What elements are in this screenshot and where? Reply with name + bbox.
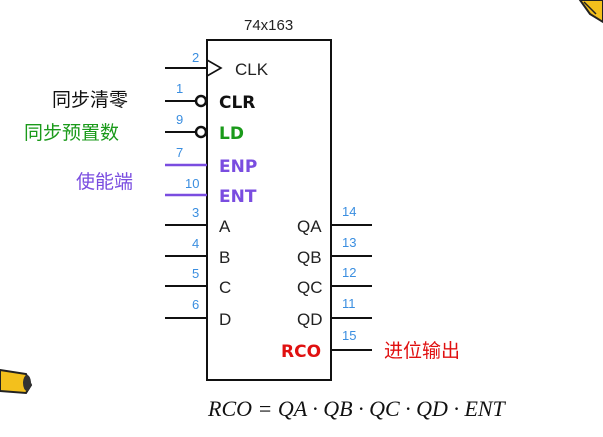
pencil-icon: [0, 368, 33, 395]
label-sync-preset: 同步预置数: [24, 122, 119, 144]
pin-name-clr: CLR: [219, 93, 255, 113]
pin-name-qd: QD: [297, 310, 323, 329]
inversion-bubble-ld: [194, 125, 208, 139]
chip-title: 74x163: [244, 17, 293, 34]
pin-name-enp: ENP: [219, 157, 257, 177]
clock-edge-icon: [206, 59, 223, 77]
pin-number: 13: [342, 235, 356, 250]
chip-body: [206, 39, 332, 381]
label-sync-clear: 同步清零: [52, 89, 128, 111]
pin-number: 1: [176, 81, 183, 96]
pin-name-ld: LD: [219, 124, 244, 144]
pin-number: 14: [342, 204, 356, 219]
rco-formula: RCO = QA · QB · QC · QD · ENT: [207, 396, 507, 421]
pencil-icon: [578, 0, 603, 24]
pin-number: 6: [192, 297, 199, 312]
pin-name-ent: ENT: [219, 187, 257, 207]
pin-name-a: A: [219, 217, 231, 236]
label-carry-out: 进位输出: [384, 340, 460, 362]
pin-name-c: C: [219, 278, 231, 297]
pin-number: 2: [192, 50, 199, 65]
pin-number: 3: [192, 205, 199, 220]
pin-name-rco: RCO: [281, 342, 321, 362]
pin-name-qb: QB: [297, 248, 322, 267]
inversion-bubble-clr: [194, 94, 208, 108]
pin-name-d: D: [219, 310, 231, 329]
pin-number: 5: [192, 266, 199, 281]
pin-name-qc: QC: [297, 278, 323, 297]
pin-number: 7: [176, 145, 183, 160]
label-enable: 使能端: [76, 171, 133, 193]
pin-name-qa: QA: [297, 217, 322, 236]
pin-number: 11: [342, 296, 356, 311]
pin-number: 12: [342, 265, 356, 280]
pin-number: 15: [342, 328, 356, 343]
pin-number: 10: [185, 176, 199, 191]
pin-number: 4: [192, 236, 199, 251]
pin-name-clk: CLK: [235, 60, 269, 79]
pin-number: 9: [176, 112, 183, 127]
pin-name-b: B: [219, 248, 230, 267]
